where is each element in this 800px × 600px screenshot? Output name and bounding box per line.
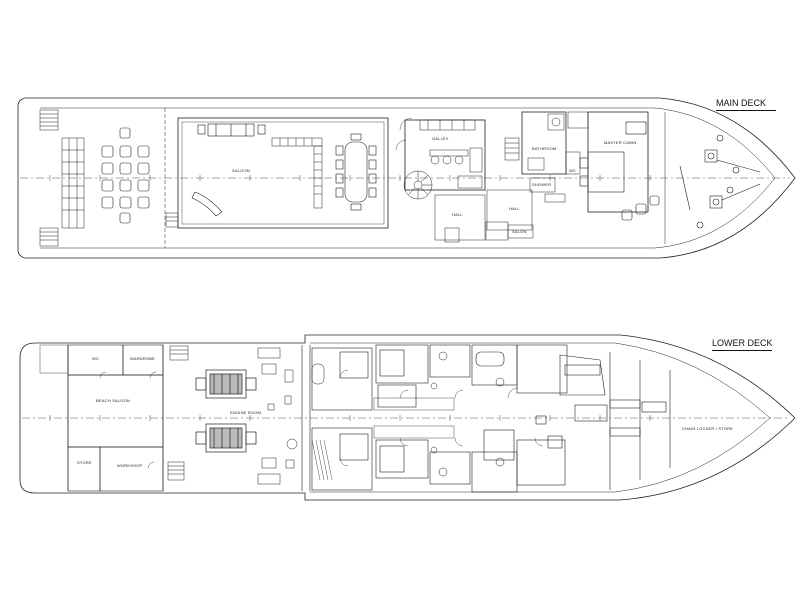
beach-saloon-label: BEACH SALOON <box>96 398 130 403</box>
starboard-engine <box>195 423 257 453</box>
hall-label-1: HALL <box>452 212 463 217</box>
main-deck-hull <box>17 97 796 259</box>
main-wc-label: WC <box>569 168 577 173</box>
saloon-label: SALOON <box>232 168 250 173</box>
master-cabin-room <box>587 111 649 213</box>
store-label: STORE <box>77 460 92 465</box>
beach-saloon-room <box>67 374 164 448</box>
main-deck-title-underline <box>716 110 776 111</box>
shower-label: SHOWER <box>532 182 552 187</box>
workshop-label: WORKSHOP <box>117 463 143 468</box>
bathroom-label: BATHROOM <box>532 146 557 151</box>
store-room <box>67 446 101 492</box>
lower-deck-hull <box>19 334 796 501</box>
main-deck-windlass <box>679 134 761 229</box>
engine-room-equipment <box>257 347 298 485</box>
workshop-room <box>99 446 164 492</box>
aft-deck-chairs <box>101 127 150 224</box>
bathroom-room <box>521 111 567 175</box>
lower-wc-label: WC <box>92 356 100 361</box>
lower-deck-plan <box>19 334 796 501</box>
main-deck-title: MAIN DECK <box>716 98 767 108</box>
main-deck-spiral-stair <box>403 170 433 200</box>
chain-locker-label: CHAIN LOCKER / STORE <box>682 426 734 431</box>
engine-room-label: ENGINE ROOM <box>230 410 262 415</box>
saloon-curved-sofa <box>191 191 223 217</box>
lower-deck-inner-hull <box>310 342 771 493</box>
dining-table <box>335 133 377 211</box>
main-deck-aft-stairs <box>39 109 59 247</box>
port-engine <box>195 369 257 399</box>
lower-deck-title: LOWER DECK <box>712 338 773 348</box>
main-deck-plan <box>17 97 796 259</box>
master-bed <box>579 121 647 193</box>
salon-label: SALON <box>512 229 527 234</box>
lower-deck-title-underline <box>712 350 772 351</box>
galley-label: GALLEY <box>432 136 449 141</box>
wardrobe-label: WARDROBE <box>130 356 156 361</box>
hall-label-2: HALL <box>509 206 520 211</box>
saloon-room <box>177 117 389 229</box>
galley-room <box>404 119 486 191</box>
aft-deck-bench <box>61 137 85 229</box>
saloon-l-sofa <box>271 137 323 209</box>
saloon-sofa <box>197 123 266 137</box>
master-cabin-label: MASTER CABIN <box>604 140 637 145</box>
